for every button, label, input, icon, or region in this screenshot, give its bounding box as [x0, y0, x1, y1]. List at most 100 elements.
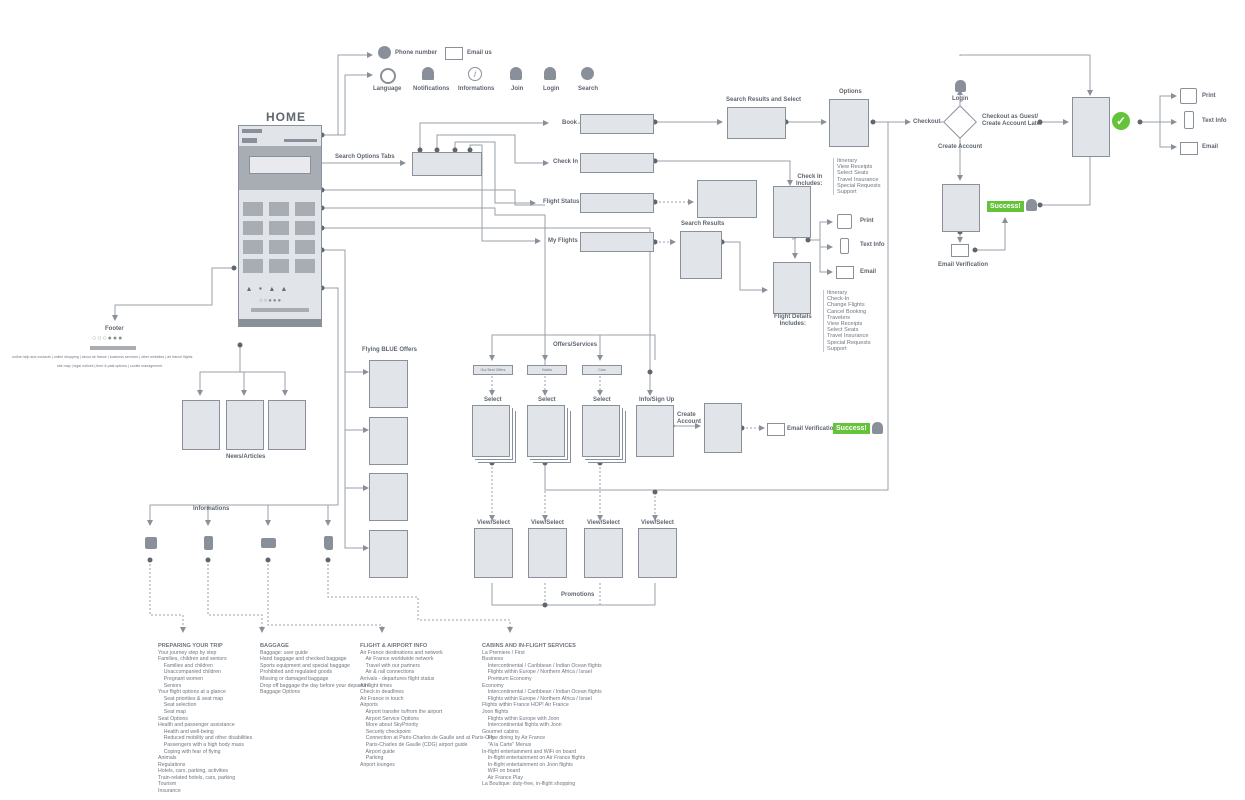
checkin-page-mock[interactable] — [773, 186, 811, 238]
info-list-item[interactable]: Intercontinental / Caribbean / Indian Oc… — [482, 689, 602, 696]
info-list-item[interactable]: Check in deadlines — [360, 689, 404, 696]
search-box-mock[interactable] — [249, 156, 311, 174]
create-account-mock[interactable] — [942, 184, 980, 232]
options-mock[interactable] — [829, 99, 869, 147]
info-list-item[interactable]: Baggage: user guide — [260, 649, 308, 656]
info-list-item[interactable]: Flights within France HOP! Air France — [482, 702, 569, 709]
info-list-item[interactable]: Economy — [482, 682, 504, 689]
info-list-item[interactable]: All flight times — [360, 682, 392, 689]
info-icon[interactable]: i — [468, 67, 482, 81]
info-list-item[interactable]: "A la Carte" Menus — [482, 741, 532, 748]
view-select-mock-2[interactable] — [528, 528, 567, 578]
info-list-item[interactable]: Air France Play — [482, 774, 523, 781]
info-list-item[interactable]: Arrivals - departures flight status — [360, 675, 435, 682]
info-list-item[interactable]: Your flight options at a glance — [158, 689, 226, 696]
info-list-item[interactable]: Seat Options — [158, 715, 188, 722]
footer-links-row1[interactable]: online help and contacts | online shoppi… — [12, 355, 193, 359]
search-results-mock[interactable] — [727, 107, 786, 139]
flying-blue-offer-4[interactable] — [369, 530, 408, 578]
offer-tab-hotels[interactable]: Hotels — [527, 365, 567, 375]
info-list-item[interactable]: Airport guide — [360, 748, 395, 755]
info-list-item[interactable]: Missing or damaged baggage — [260, 675, 329, 682]
info-list-item[interactable]: Seat selection — [158, 702, 197, 709]
tab-myflights-mock[interactable] — [580, 232, 654, 252]
offer-tab-cars[interactable]: Cars — [582, 365, 622, 375]
news-article-3[interactable] — [268, 400, 306, 450]
info-list-item[interactable]: Joon flights — [482, 708, 509, 715]
search-tabs-mock[interactable] — [412, 152, 482, 176]
info-list-item[interactable]: Unaccompanied children — [158, 669, 221, 676]
flying-blue-offer-2[interactable] — [369, 417, 408, 465]
info-list-item[interactable]: Premium Economy — [482, 675, 532, 682]
flight-details-mock[interactable] — [773, 262, 811, 314]
info-list-item[interactable]: Hotels, cars, parking, activities — [158, 768, 229, 775]
info-list-item[interactable]: Regulations — [158, 761, 186, 768]
flight-status-mock[interactable] — [697, 180, 757, 218]
info-signup-mock[interactable] — [636, 405, 674, 457]
info-list-item[interactable]: Pregnant women — [158, 675, 203, 682]
search-icon[interactable] — [581, 67, 594, 80]
info-list-item[interactable]: Passengers with a high body mass — [158, 741, 244, 748]
phone-icon[interactable] — [378, 46, 391, 59]
info-list-item[interactable]: In-flight entertainment on Air France fl… — [482, 755, 586, 762]
language-icon[interactable] — [380, 68, 396, 84]
info-list-item[interactable]: More about SkyPriority — [360, 722, 419, 729]
info-list-item[interactable]: Business — [482, 656, 504, 663]
info-list-item[interactable]: Health and passenger assistance — [158, 722, 235, 729]
info-list-item[interactable]: Air & rail connections — [360, 669, 415, 676]
offer-stack-2[interactable] — [527, 405, 565, 457]
info-list-item[interactable]: Train-related hotels, cars, parking — [158, 774, 236, 781]
info-list-item[interactable]: Flights within Europe / Northern Africa … — [482, 669, 592, 676]
info-list-item[interactable]: Airports — [360, 702, 378, 709]
info-list-item[interactable]: Parking — [360, 755, 384, 762]
login-icon[interactable] — [544, 67, 556, 80]
offer-stack-1[interactable] — [472, 405, 510, 457]
view-select-mock-3[interactable] — [584, 528, 623, 578]
info-list-item[interactable]: In-flight entertainment on Joon flights — [482, 761, 573, 768]
info-list-item[interactable]: Intercontinental flights with Joon — [482, 722, 562, 729]
info-list-item[interactable]: Sports equipment and special baggage — [260, 662, 350, 669]
tab-checkin-mock[interactable] — [580, 153, 654, 173]
confirmation-mock[interactable] — [1072, 97, 1110, 157]
info-list-item[interactable]: Your journey step by step — [158, 649, 217, 656]
info-list-item[interactable]: Reduced mobility and other disabilities — [158, 735, 253, 742]
info-list-item[interactable]: Seat priorities & seat map — [158, 695, 224, 702]
info-list-item[interactable]: Airport Service Options — [360, 715, 419, 722]
info-list-item[interactable]: Air France in touch — [360, 695, 404, 702]
info-list-item[interactable]: Gourmet cabins — [482, 728, 519, 735]
info-list-item[interactable]: Security checkpoint — [360, 728, 411, 735]
info-list-item[interactable]: Families, children and seniors — [158, 656, 227, 663]
info-list-item[interactable]: Travel with our partners — [360, 662, 420, 669]
info-list-item[interactable]: Airport lounges — [360, 761, 395, 768]
info-list-item[interactable]: Families and children — [158, 662, 213, 669]
offers-create-account-mock[interactable] — [704, 403, 742, 453]
home-page-mock[interactable]: ▴▪▴▴ ○○●●● — [238, 125, 322, 327]
info-list-item[interactable]: Animals — [158, 755, 177, 762]
info-list-item[interactable]: Coping with fear of flying — [158, 748, 221, 755]
email-icon[interactable] — [445, 47, 463, 60]
search-results-list-mock[interactable] — [680, 231, 722, 279]
tab-status-mock[interactable] — [580, 193, 654, 213]
info-list-item[interactable]: Flights within Europe / Northern Africa … — [482, 695, 592, 702]
info-list-item[interactable]: Air France destinations and network — [360, 649, 443, 656]
info-list-item[interactable]: Fine dining by Air France — [482, 735, 546, 742]
info-list-item[interactable]: Seniors — [158, 682, 182, 689]
join-icon[interactable] — [510, 67, 522, 80]
info-list-item[interactable]: Insurance — [158, 788, 181, 795]
info-list-item[interactable]: Airport transfer to/from the airport — [360, 708, 443, 715]
info-list-item[interactable]: Hand baggage and checked baggage — [260, 656, 347, 663]
tab-book-mock[interactable] — [580, 114, 654, 134]
offer-stack-3[interactable] — [582, 405, 620, 457]
info-list-item[interactable]: WiFi on board — [482, 768, 521, 775]
view-select-mock-4[interactable] — [638, 528, 677, 578]
notifications-icon[interactable] — [422, 67, 434, 80]
flying-blue-offer-1[interactable] — [369, 360, 408, 408]
info-list-item[interactable]: In-flight entertainment and WiFi on boar… — [482, 748, 577, 755]
flying-blue-offer-3[interactable] — [369, 473, 408, 521]
info-list-item[interactable]: Seat map — [158, 708, 186, 715]
info-list-item[interactable]: Air France worldwide network — [360, 656, 434, 663]
info-list-item[interactable]: Flights within Europe with Joon — [482, 715, 560, 722]
info-list-item[interactable]: La Boutique: duty-free, in-flight shoppi… — [482, 781, 576, 788]
info-list-item[interactable]: Health and well-being — [158, 728, 214, 735]
info-list-item[interactable]: Drop off baggage the day before your dep… — [260, 682, 370, 689]
